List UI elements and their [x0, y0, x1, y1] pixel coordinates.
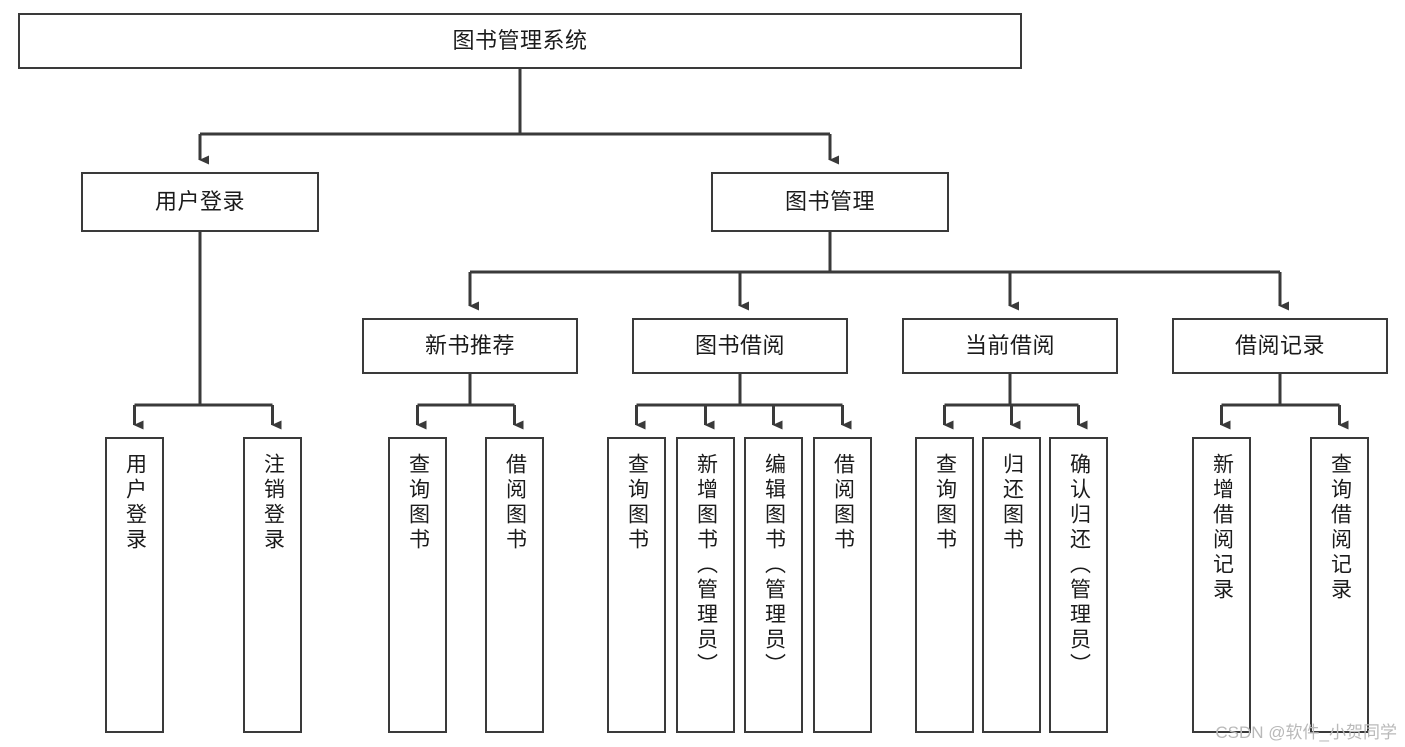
node-label: 借阅记录: [1234, 332, 1325, 358]
node-root-0[interactable]: 图书管理系统: [18, 13, 1022, 69]
node-leaves-10[interactable]: 确认归还（管理员）: [1049, 437, 1108, 733]
node-label: 图书管理系统: [452, 27, 588, 53]
node-label: 注销登录: [261, 453, 285, 553]
node-level2-1[interactable]: 图书管理: [711, 172, 949, 232]
node-label: 图书借阅: [694, 332, 785, 358]
node-label: 借阅图书: [503, 453, 527, 553]
node-label: 新书推荐: [424, 332, 515, 358]
node-label: 新增图书（管理员）: [694, 453, 718, 678]
node-level2-0[interactable]: 用户登录: [81, 172, 319, 232]
node-label: 查询图书: [625, 453, 649, 553]
node-label: 图书管理: [784, 188, 875, 214]
node-leaves-9[interactable]: 归还图书: [982, 437, 1041, 733]
node-label: 查询图书: [933, 453, 957, 553]
node-leaves-11[interactable]: 新增借阅记录: [1192, 437, 1251, 733]
node-label: 用户登录: [123, 453, 147, 553]
node-level3-2[interactable]: 当前借阅: [902, 318, 1118, 374]
node-label: 归还图书: [1000, 453, 1024, 553]
node-leaves-3[interactable]: 借阅图书: [485, 437, 544, 733]
node-leaves-12[interactable]: 查询借阅记录: [1310, 437, 1369, 733]
node-label: 编辑图书（管理员）: [762, 453, 786, 678]
node-level3-1[interactable]: 图书借阅: [632, 318, 848, 374]
node-leaves-6[interactable]: 编辑图书（管理员）: [744, 437, 803, 733]
node-label: 用户登录: [154, 188, 245, 214]
node-leaves-7[interactable]: 借阅图书: [813, 437, 872, 733]
node-level3-3[interactable]: 借阅记录: [1172, 318, 1388, 374]
node-leaves-1[interactable]: 注销登录: [243, 437, 302, 733]
node-label: 新增借阅记录: [1210, 453, 1234, 603]
node-label: 查询借阅记录: [1328, 453, 1352, 603]
node-label: 确认归还（管理员）: [1067, 453, 1091, 678]
node-leaves-8[interactable]: 查询图书: [915, 437, 974, 733]
node-leaves-2[interactable]: 查询图书: [388, 437, 447, 733]
node-label: 当前借阅: [964, 332, 1055, 358]
node-leaves-5[interactable]: 新增图书（管理员）: [676, 437, 735, 733]
node-label: 借阅图书: [831, 453, 855, 553]
node-level3-0[interactable]: 新书推荐: [362, 318, 578, 374]
watermark-label: CSDN @软件_小贺同学: [1215, 723, 1397, 742]
node-leaves-0[interactable]: 用户登录: [105, 437, 164, 733]
node-label: 查询图书: [406, 453, 430, 553]
node-leaves-4[interactable]: 查询图书: [607, 437, 666, 733]
